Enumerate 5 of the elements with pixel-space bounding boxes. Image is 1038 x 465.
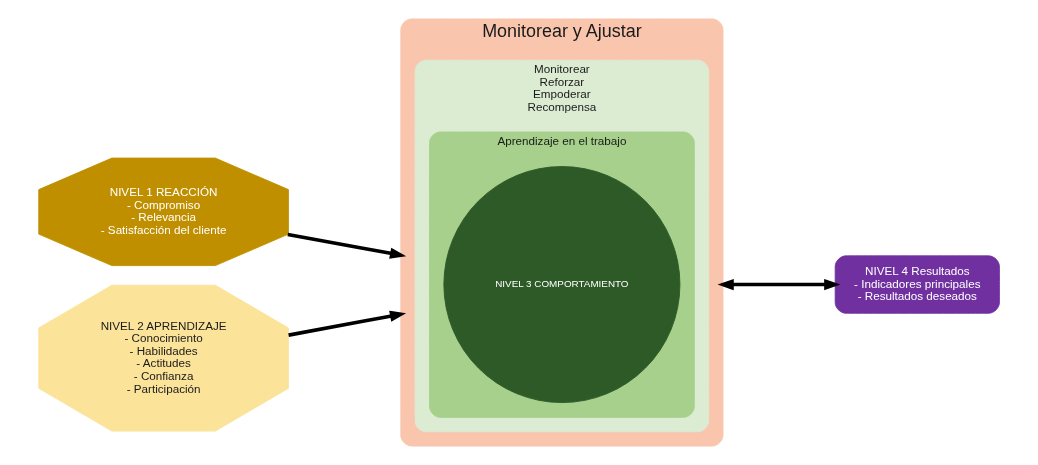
node-box: NIVEL 4 Resultados - Indicadores principales - Resultados deseados [834,255,1000,314]
arrow [717,278,841,291]
node-circle: NIVEL 3 COMPORTAMIENTO [443,166,681,404]
arrow [288,310,407,337]
arrow [287,232,407,259]
